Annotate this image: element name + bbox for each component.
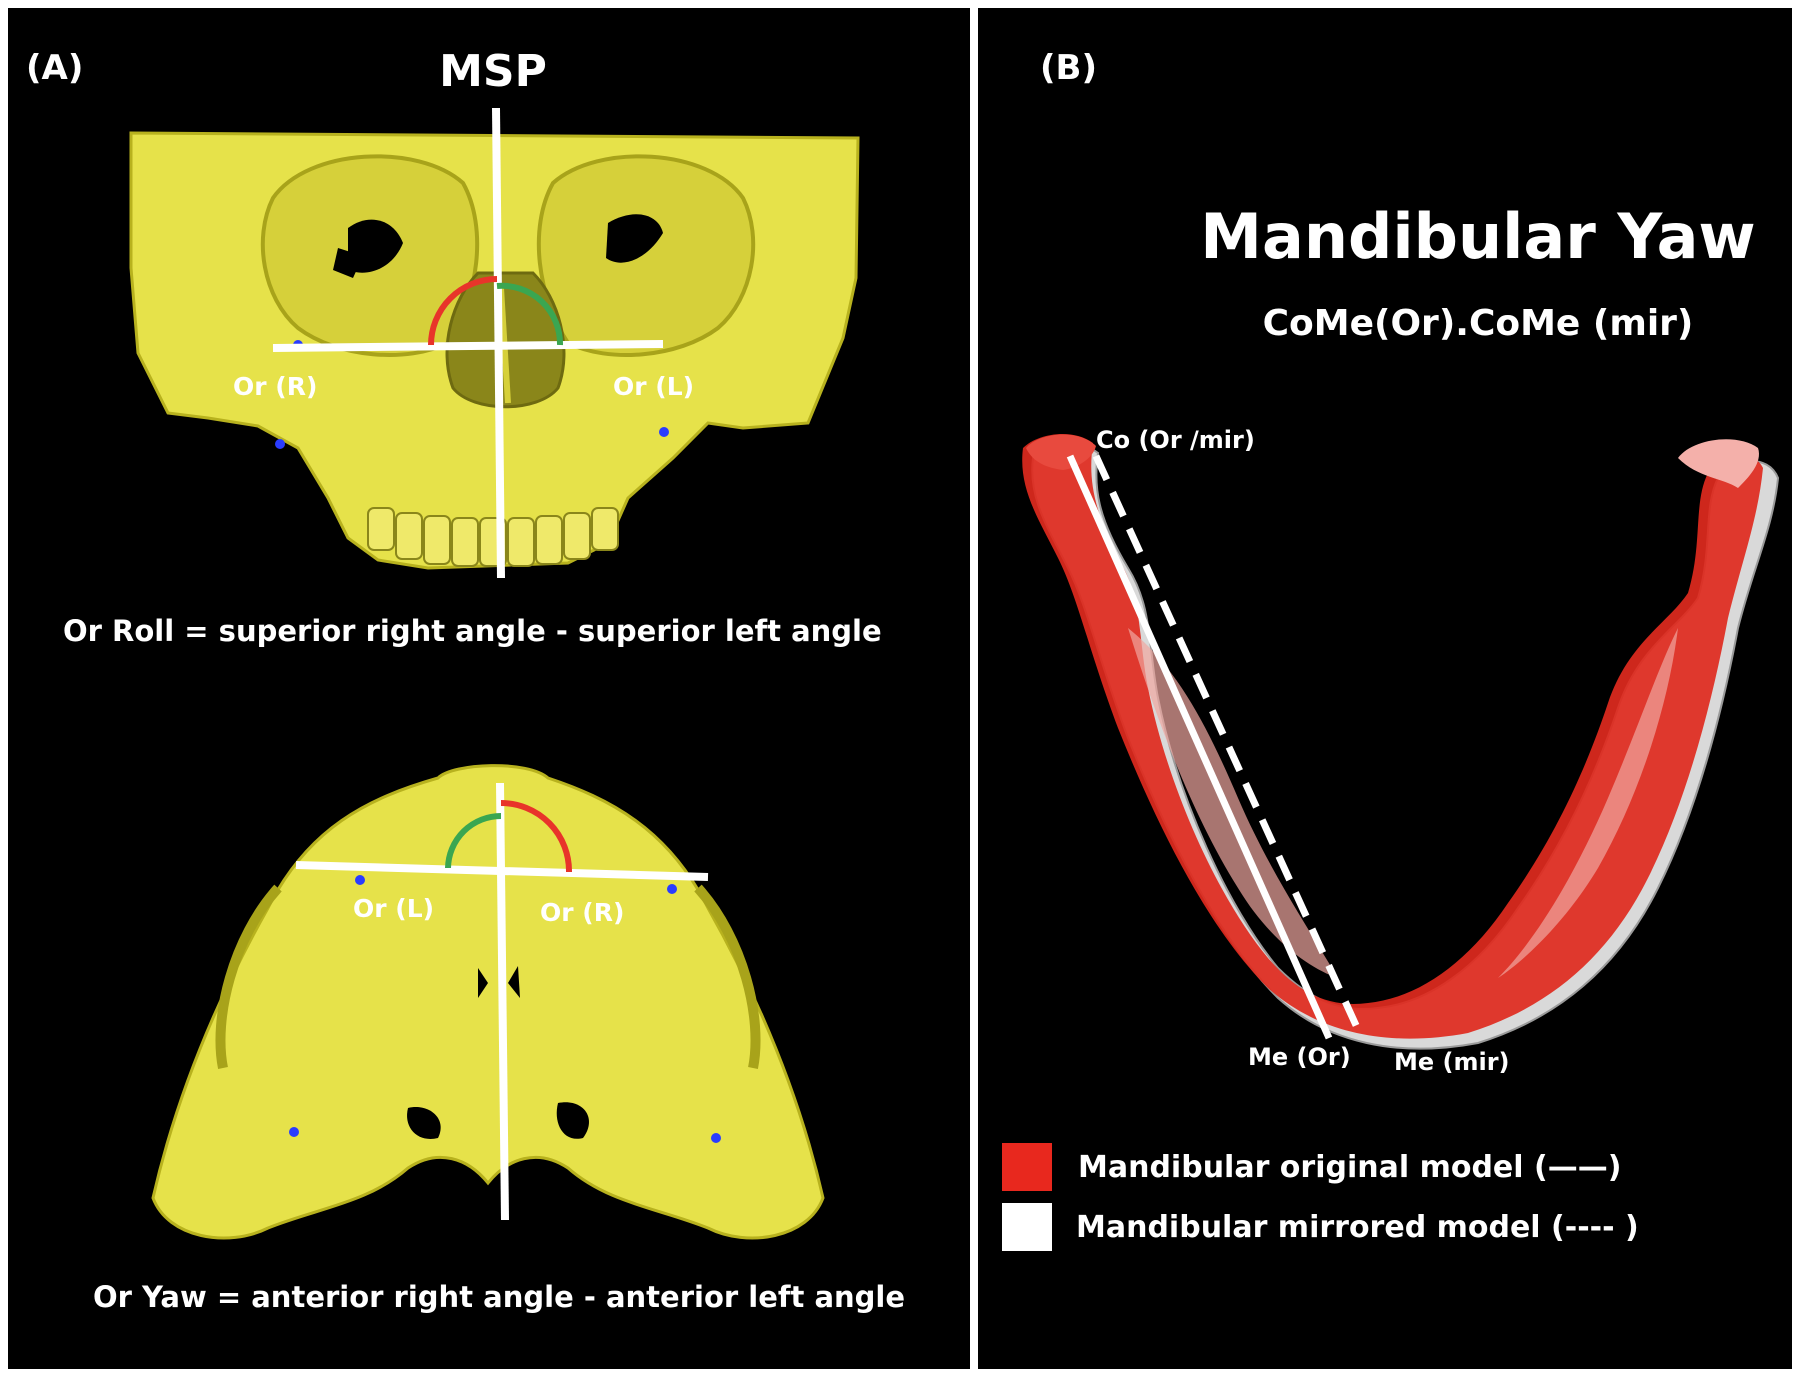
legend-mirrored-label: Mandibular mirrored model (---- ) bbox=[1076, 1210, 1639, 1245]
yaw-equation: Or Yaw = anterior right angle - anterior… bbox=[93, 1280, 906, 1314]
msp-label: MSP bbox=[439, 46, 547, 97]
landmark-right-posterior bbox=[711, 1133, 721, 1143]
right-orbit-fissure bbox=[348, 219, 403, 273]
inferior-skull-shape bbox=[151, 764, 825, 1240]
nasal-opening-inferior bbox=[478, 968, 488, 998]
right-zygomatic-arch bbox=[694, 884, 761, 1069]
right-condyle bbox=[1678, 439, 1759, 488]
original-co-me-line bbox=[1066, 454, 1333, 1040]
mandible-illustration bbox=[1002, 433, 1780, 1251]
nasal-opening-inferior-2 bbox=[508, 966, 520, 998]
msp-line-bottom bbox=[496, 782, 509, 1221]
orbitale-right-landmark-inferior bbox=[667, 884, 677, 894]
orbitale-right-label-top: Or (R) bbox=[233, 372, 318, 401]
mandibular-yaw-subtitle: CoMe(Or).CoMe (mir) bbox=[1262, 303, 1694, 344]
panel-a-label: (A) bbox=[26, 48, 84, 88]
right-orbit-hole bbox=[333, 248, 363, 278]
landmark-left-posterior bbox=[289, 1127, 299, 1137]
panel-b-label: (B) bbox=[1040, 48, 1097, 88]
foramen-right bbox=[556, 1102, 589, 1139]
orbitale-left-label-top: Or (L) bbox=[613, 372, 695, 401]
menton-original-label: Me (Or) bbox=[1248, 1043, 1351, 1071]
left-orbit bbox=[536, 154, 756, 357]
legend-original-label: Mandibular original model (——) bbox=[1078, 1150, 1622, 1185]
orbitale-right-label-bottom: Or (R) bbox=[540, 898, 625, 927]
legend-swatch-mirrored bbox=[1002, 1203, 1052, 1251]
superior-right-angle-arc bbox=[428, 276, 498, 346]
landmark-right-lower bbox=[275, 439, 285, 449]
legend-swatch-original bbox=[1002, 1143, 1052, 1191]
mirror-overlap-left bbox=[1128, 628, 1338, 978]
orbitale-left-landmark-inferior bbox=[355, 875, 365, 885]
skull-illustrations bbox=[129, 107, 860, 1240]
left-orbit-fissure bbox=[606, 214, 663, 263]
anterior-left-angle-arc bbox=[445, 813, 502, 869]
superior-left-angle-arc bbox=[496, 282, 564, 346]
orbitale-left-label-bottom: Or (L) bbox=[353, 894, 435, 923]
panel-b: (B) Mandibular Yaw CoMe(Or).CoMe (mir) C… bbox=[978, 8, 1792, 1369]
menton-mirrored-label: Me (mir) bbox=[1394, 1048, 1510, 1076]
foramen-left bbox=[407, 1107, 441, 1139]
frontal-skull-view bbox=[129, 107, 860, 579]
anterior-right-angle-arc bbox=[500, 800, 573, 873]
left-zygomatic-arch bbox=[215, 884, 282, 1069]
condylion-label: Co (Or /mir) bbox=[1096, 426, 1255, 454]
panel-a: (A) MSP Or (R) Or (L) Or Roll = superior… bbox=[8, 8, 970, 1369]
orbitale-left-landmark bbox=[659, 427, 669, 437]
orbital-horizontal-line-bottom bbox=[295, 861, 709, 881]
mirrored-co-me-line bbox=[1092, 454, 1364, 1036]
inferior-skull-view bbox=[151, 764, 825, 1240]
mandibular-yaw-title: Mandibular Yaw bbox=[1200, 200, 1756, 273]
roll-equation: Or Roll = superior right angle - superio… bbox=[63, 614, 882, 648]
orbital-horizontal-line-top bbox=[272, 340, 664, 352]
left-condyle bbox=[1026, 434, 1096, 470]
